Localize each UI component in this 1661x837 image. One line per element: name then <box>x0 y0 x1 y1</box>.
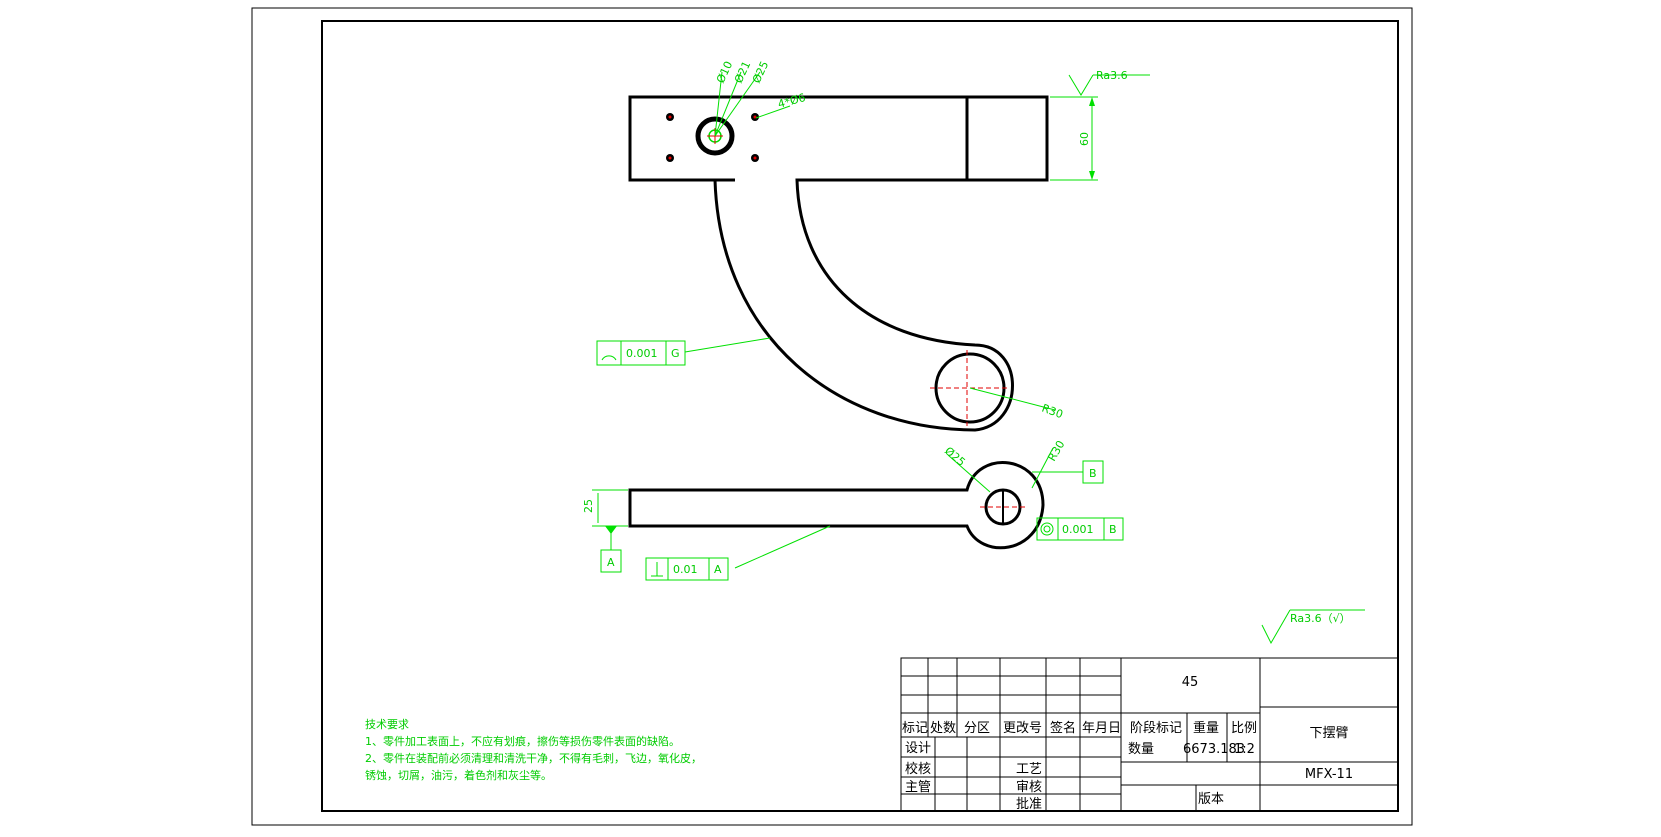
ra-top-label: Ra3.6 <box>1096 69 1128 82</box>
tb-hdr-zone: 分区 <box>964 721 990 736</box>
tb-hdr-count: 处数 <box>930 721 956 736</box>
datum-b-box <box>1082 460 1104 484</box>
tb-process: 工艺 <box>1016 762 1042 777</box>
tech-req-line1: 1、零件加工表面上，不应有划痕，擦伤等损伤零件表面的缺陷。 <box>365 734 680 748</box>
tb-quantity: 数量 <box>1128 742 1154 757</box>
inner-border <box>321 20 1399 812</box>
tb-scale: 比例 <box>1231 721 1257 736</box>
tech-req-line2: 2、零件在装配前必须清理和清洗干净，不得有毛刺，飞边，氧化皮， <box>365 751 702 765</box>
fcf-perp-value: 0.01 <box>673 563 698 576</box>
fcf-profile-value: 0.001 <box>626 347 658 360</box>
fcf-perp-datum: A <box>714 563 722 576</box>
tb-review: 审核 <box>1016 780 1042 795</box>
outer-border <box>251 7 1413 826</box>
radius-r30-a-label: R30 <box>1040 402 1065 422</box>
tb-stage-mark: 阶段标记 <box>1130 721 1182 736</box>
holes-4xd6-label: 4*Ø6 <box>776 91 807 111</box>
tb-supervisor: 主管 <box>905 780 931 795</box>
fcf-profile-datum: G <box>671 347 680 360</box>
tb-weight: 重量 <box>1193 720 1219 736</box>
datum-a-box <box>600 549 622 573</box>
tb-design: 设计 <box>905 741 931 756</box>
fcf-profile <box>596 340 686 366</box>
fcf-concentric-datum: B <box>1109 523 1117 536</box>
tech-req-line3: 锈蚀，切屑，油污，着色剂和灰尘等。 <box>365 768 552 782</box>
hole-d25-label: Ø25 <box>750 59 771 85</box>
tb-drawing-no: MFX-11 <box>1305 767 1353 782</box>
tb-hdr-date: 年月日 <box>1082 721 1121 736</box>
tb-scale-value: 1:2 <box>1234 742 1255 757</box>
dimension-lines <box>592 71 1365 645</box>
arm-top-view <box>628 95 1049 432</box>
datum-b-label: B <box>1089 467 1097 480</box>
tb-weight-value: 6673.183 <box>1183 742 1245 757</box>
fcf-perpendicular <box>645 557 729 581</box>
radius-r30-b-label: R30 <box>1045 438 1067 463</box>
tb-version: 版本 <box>1198 792 1224 807</box>
tb-material: 45 <box>1182 675 1199 690</box>
tech-req-title: 技术要求 <box>365 718 409 731</box>
dim-25-label: 25 <box>582 499 595 513</box>
hole-d10-label: Ø10 <box>714 59 735 85</box>
tb-part-name: 下摆臂 <box>1309 726 1348 741</box>
title-block <box>900 657 1399 812</box>
ra-general-label: Ra3.6（√） <box>1290 612 1351 625</box>
fcf-concentric <box>1036 517 1124 541</box>
tb-hdr-change: 更改号 <box>1003 721 1042 736</box>
hole-d21-label: Ø21 <box>732 59 753 85</box>
tb-check: 校核 <box>905 761 931 777</box>
fcf-concentric-value: 0.001 <box>1062 523 1094 536</box>
tb-approve: 批准 <box>1016 797 1042 812</box>
tb-hdr-sign: 签名 <box>1050 720 1076 736</box>
dia-25-bottom-label: Ø25 <box>942 444 968 469</box>
arm-side-view <box>628 461 1045 550</box>
dim-60-label: 60 <box>1078 132 1091 146</box>
datum-a-label: A <box>607 556 615 569</box>
tb-hdr-mark: 标记 <box>902 721 928 736</box>
